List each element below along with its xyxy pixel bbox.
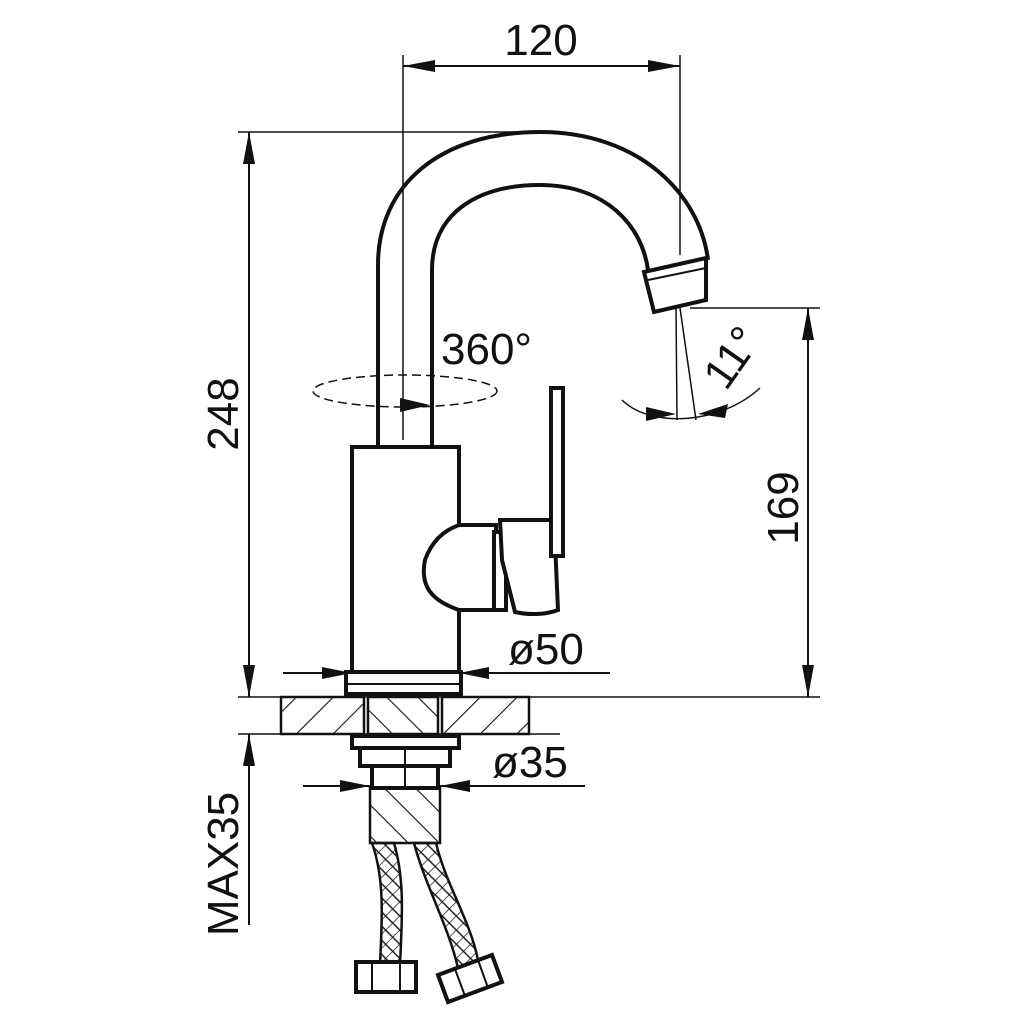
arrowhead-left	[403, 60, 435, 72]
angle-ref-vertical	[675, 307, 678, 421]
angle-arrowhead-right	[698, 404, 728, 418]
handle-lever-blade	[549, 386, 565, 558]
dimension-total-height: 248	[199, 131, 560, 697]
spout-height-label: 169	[759, 471, 808, 544]
arrowhead-left	[322, 667, 352, 679]
spout-angle-label: 11°	[694, 318, 770, 398]
arrowhead-top	[243, 734, 255, 766]
angle-arrowhead-left	[646, 407, 676, 421]
shank-in-deck	[366, 695, 440, 736]
angle-arc	[621, 387, 761, 420]
angle-ref-tilted	[679, 307, 697, 421]
deck-section	[238, 695, 560, 736]
arrowhead-top	[802, 308, 814, 340]
total-height-label: 248	[199, 377, 248, 450]
spout-angle-indicator: 11°	[621, 307, 770, 421]
arrowhead-left	[340, 780, 370, 792]
threaded-shank	[368, 786, 442, 845]
deck-right-section	[440, 695, 531, 736]
handle-hub	[421, 523, 498, 612]
hose-nut-right	[435, 952, 505, 1005]
body-diameter-label: ø50	[508, 625, 584, 674]
arrowhead-right	[459, 667, 489, 679]
rotation-arrowhead	[400, 398, 430, 412]
rotation-label: 360°	[441, 325, 532, 374]
rotation-ellipse	[312, 374, 498, 408]
lever-handle	[421, 386, 565, 617]
dimension-shank-diameter: ø35	[303, 738, 585, 792]
arrowhead-bottom	[243, 665, 255, 697]
hose-nut-right-facet2	[477, 959, 489, 989]
aerator-line	[647, 267, 707, 281]
max-deck-thickness-label: MAX35	[199, 792, 248, 936]
spout-inner-edge	[430, 182, 650, 445]
dimension-spout-height: 169	[690, 307, 820, 697]
spout-outer-edge	[376, 129, 710, 445]
spout-reach-label: 120	[504, 16, 577, 65]
hose-left	[370, 841, 404, 967]
mounting-hardware	[350, 734, 461, 845]
aerator-tip	[641, 255, 708, 315]
arrowhead-bottom	[802, 665, 814, 697]
hose-nut-left	[354, 960, 418, 994]
arrowhead-right	[648, 60, 680, 72]
handle-grip	[497, 518, 561, 617]
arrowhead-right	[440, 780, 470, 792]
shank-diameter-label: ø35	[492, 738, 568, 787]
deck-left-section	[279, 695, 366, 736]
spout	[376, 129, 710, 445]
dimension-spout-reach: 120	[402, 16, 681, 440]
supply-hoses	[354, 841, 505, 1005]
hose-right	[412, 841, 480, 970]
dimension-max-deck-thickness: MAX35	[199, 734, 255, 936]
dimension-body-diameter: ø50	[283, 625, 610, 679]
arrowhead-top	[243, 132, 255, 164]
rotation-indicator: 360°	[312, 325, 532, 412]
hose-nut-right-facet1	[454, 968, 466, 997]
